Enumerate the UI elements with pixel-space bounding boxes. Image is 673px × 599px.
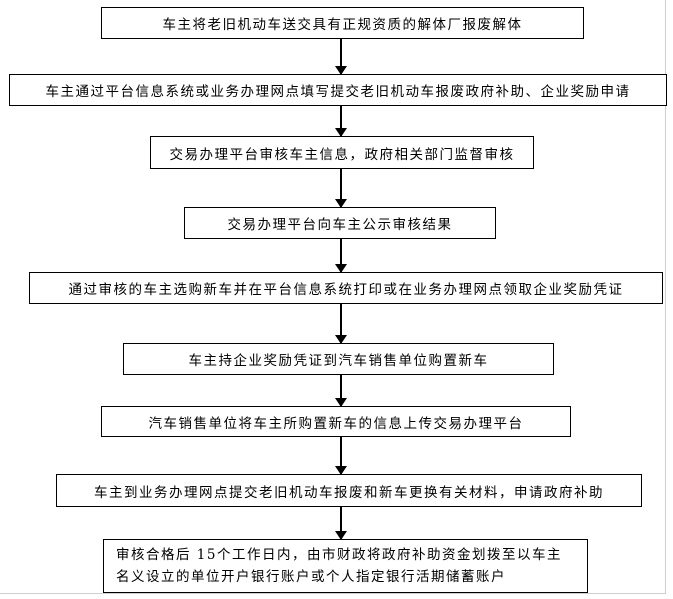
step-2-text: 车主通过平台信息系统或业务办理网点填写提交老旧机动车报废政府补助、企业奖励申请 (45, 84, 631, 100)
step-3-box: 交易办理平台审核车主信息，政府相关部门监督审核 (150, 136, 534, 169)
arrow-3-to-4 (335, 169, 347, 208)
step-9-text: 审核合格后 15个工作日内，由市财政将政府补助资金划拨至以车主名义设立的单位开户… (116, 547, 562, 585)
arrow-5-to-6 (335, 304, 347, 344)
step-7-text: 汽车销售单位将车主所购置新车的信息上传交易办理平台 (148, 415, 524, 432)
arrow-4-to-5 (335, 239, 347, 273)
step-8-box: 车主到业务办理网点提交老旧机动车报废和新车更换有关材料，申请政府补助 (56, 474, 642, 507)
arrow-1-to-2 (335, 39, 347, 75)
step-5-text: 通过审核的车主选购新车并在平台信息系统打印或在业务办理网点领取企业奖励凭证 (68, 282, 624, 298)
arrow-8-to-9 (335, 507, 347, 540)
step-2-box: 车主通过平台信息系统或业务办理网点填写提交老旧机动车报废政府补助、企业奖励申请 (9, 74, 667, 106)
step-8-text: 车主到业务办理网点提交老旧机动车报废和新车更换有关材料，申请政府补助 (94, 484, 604, 501)
step-1-text: 车主将老旧机动车送交具有正规资质的解体厂报废解体 (162, 17, 523, 33)
step-5-box: 通过审核的车主选购新车并在平台信息系统打印或在业务办理网点领取企业奖励凭证 (29, 272, 663, 304)
step-1-box: 车主将老旧机动车送交具有正规资质的解体厂报废解体 (101, 7, 584, 39)
step-4-text: 交易办理平台向车主公示审核结果 (227, 217, 453, 233)
arrow-6-to-7 (335, 375, 347, 407)
step-3-text: 交易办理平台审核车主信息，政府相关部门监督审核 (169, 146, 515, 163)
step-9-box: 审核合格后 15个工作日内，由市财政将政府补助资金划拨至以车主名义设立的单位开户… (103, 539, 588, 593)
arrow-2-to-3 (335, 106, 347, 137)
step-7-box: 汽车销售单位将车主所购置新车的信息上传交易办理平台 (101, 406, 571, 437)
arrow-7-to-8 (335, 437, 347, 475)
step-6-box: 车主持企业奖励凭证到汽车销售单位购置新车 (123, 343, 554, 375)
step-4-box: 交易办理平台向车主公示审核结果 (184, 207, 496, 239)
step-6-text: 车主持企业奖励凭证到汽车销售单位购置新车 (188, 353, 489, 369)
